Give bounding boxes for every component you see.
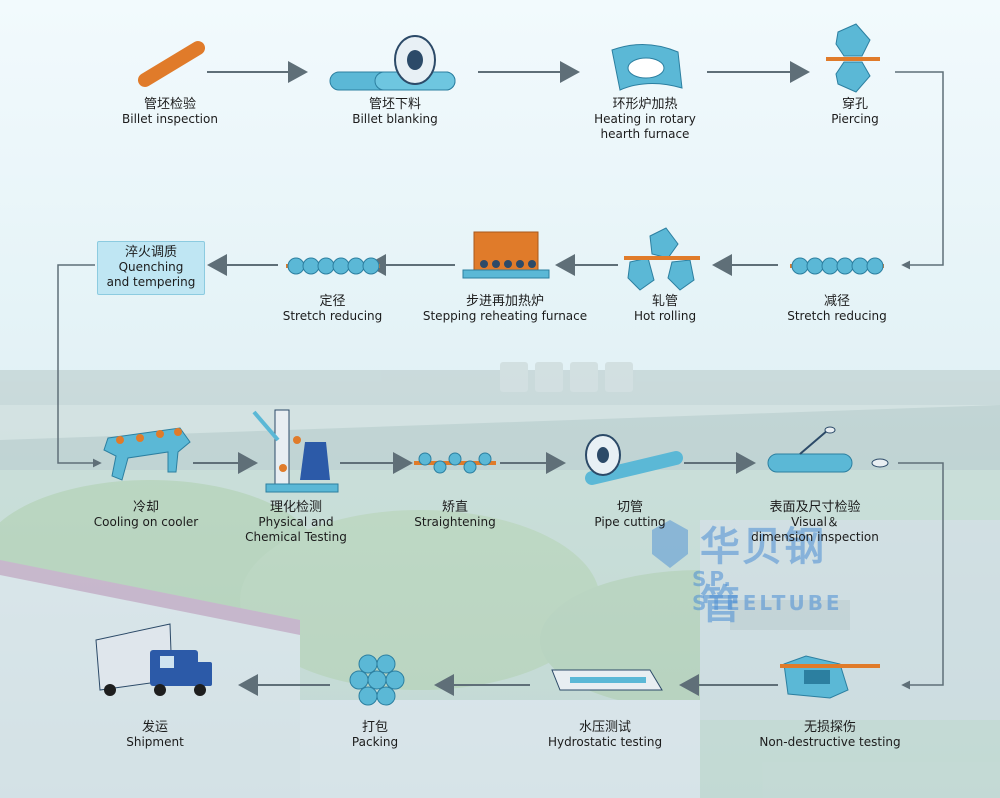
sizing-icon — [286, 257, 380, 275]
hydrostatic-tester-icon — [551, 669, 663, 691]
testing-machine-icon — [252, 409, 339, 493]
watermark-english: SP. STEELTUBE — [692, 567, 843, 615]
hot-rolling-icon — [624, 227, 700, 291]
pipe-cutting-icon — [585, 434, 683, 485]
straightening-icon — [414, 452, 496, 474]
flow-connectors — [57, 71, 944, 690]
saw-blade-icon — [329, 35, 456, 91]
stretch-reducing-icon — [790, 257, 884, 275]
watermark-chinese: 华贝钢管 — [700, 524, 826, 628]
pipe-bundle-icon — [349, 654, 405, 706]
inspection-probe-icon — [767, 426, 889, 473]
reheating-furnace-icon — [462, 231, 550, 279]
brand-logo-icon — [652, 520, 688, 568]
flow-arrows — [193, 61, 810, 696]
piercing-icon — [826, 23, 880, 93]
watermark: 华贝钢管 SP. STEELTUBE — [648, 512, 858, 628]
rotary-furnace-icon — [611, 43, 683, 91]
billet-icon — [138, 41, 205, 87]
ndt-machine-icon — [780, 655, 880, 699]
cooling-bed-icon — [103, 427, 191, 481]
truck-icon — [95, 623, 212, 696]
